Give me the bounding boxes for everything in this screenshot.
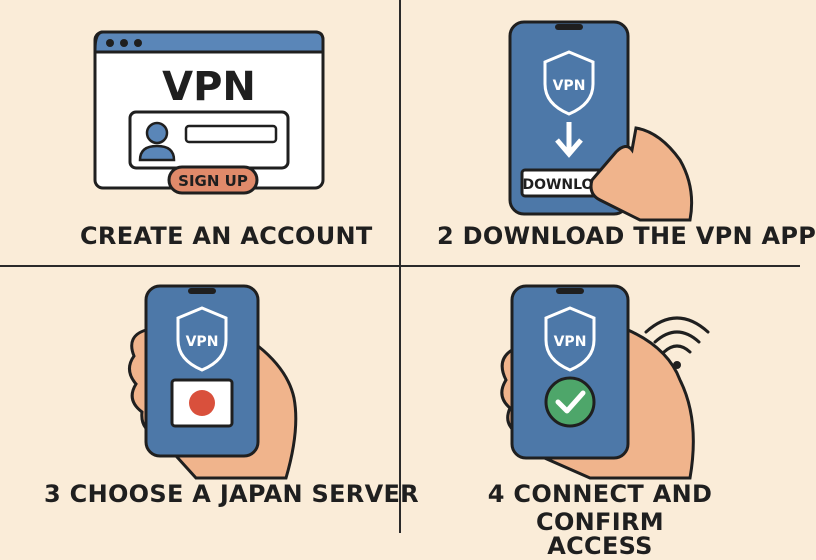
hand-icon xyxy=(589,126,694,222)
phone-connect-illustration: VPN xyxy=(500,284,710,480)
step-4-caption-line2: ACCESS xyxy=(547,532,653,560)
step-3-caption: 3 CHOOSE A JAPAN SERVER xyxy=(44,480,419,508)
steps-illustration: VPN SIGN UP VPN DOWNLOAD xyxy=(0,0,800,533)
signup-button-label: SIGN UP xyxy=(178,172,248,190)
username-field xyxy=(184,124,278,144)
app-label: VPN xyxy=(186,334,219,350)
phone-icon xyxy=(510,284,630,460)
user-avatar-icon xyxy=(138,121,176,162)
step-4-caption: 4 CONNECT AND CONFIRM ACCESS xyxy=(430,480,770,560)
wifi-icon xyxy=(644,316,710,369)
app-label: VPN xyxy=(554,334,587,350)
signup-button[interactable] xyxy=(167,165,259,195)
step-2-caption: 2 DOWNLOAD THE VPN APP xyxy=(437,222,816,250)
phone-icon xyxy=(508,20,630,216)
phone-japan-illustration: VPN xyxy=(128,284,298,480)
shield-icon xyxy=(176,306,228,372)
browser-window-icon: VPN SIGN UP xyxy=(93,30,325,195)
download-arrow-icon xyxy=(555,122,583,158)
app-label: VPN xyxy=(553,78,586,94)
step-1-caption: CREATE AN ACCOUNT xyxy=(80,222,373,250)
phone-download-illustration: VPN DOWNLOAD xyxy=(508,20,694,222)
checkmark-icon xyxy=(544,376,596,428)
step-4-caption-line1: 4 CONNECT AND CONFIRM xyxy=(487,480,713,536)
japan-flag-icon[interactable] xyxy=(170,378,234,428)
shield-icon xyxy=(544,306,596,372)
window-title: VPN xyxy=(162,64,256,110)
shield-icon xyxy=(543,50,595,116)
